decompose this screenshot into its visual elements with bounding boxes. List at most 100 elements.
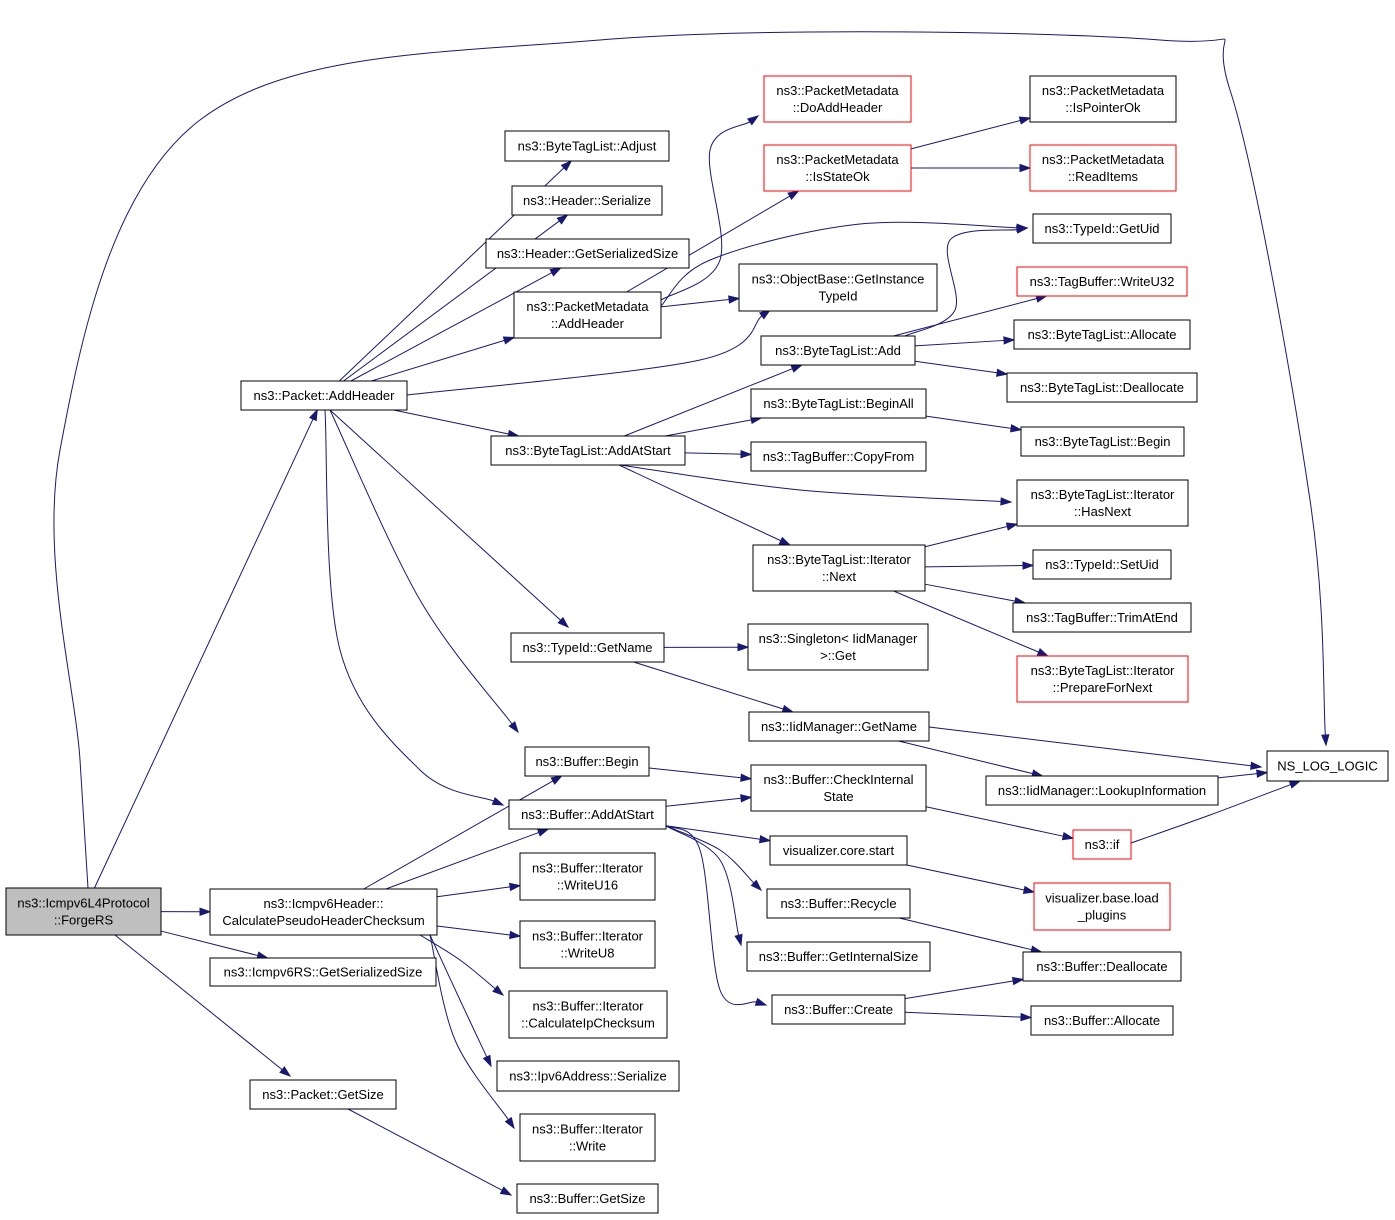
- node-iid_getname[interactable]: ns3::IidManager::GetName: [748, 711, 930, 742]
- node-box: [1020, 426, 1185, 457]
- arrowhead-icon: [787, 190, 800, 200]
- node-buf_begin[interactable]: ns3::Buffer::Begin: [524, 746, 650, 777]
- edge-pkt_addheader-to-btl_addatstart: [393, 409, 520, 438]
- node-buf_getsize[interactable]: ns3::Buffer::GetSize: [516, 1183, 659, 1214]
- arrowhead-icon: [1036, 648, 1050, 657]
- edge-iid_getname-to-ns_log_logic: [928, 726, 1263, 770]
- edge-pkt_getsize-to-buf_getsize: [347, 1108, 513, 1196]
- node-hdr_serialize[interactable]: ns3::Header::Serialize: [511, 185, 663, 216]
- node-buf_allocate[interactable]: ns3::Buffer::Allocate: [1030, 1005, 1174, 1036]
- arrowhead-icon: [482, 1054, 492, 1068]
- node-singleton_get[interactable]: ns3::Singleton< IidManager>::Get: [747, 623, 929, 671]
- edge-viz_core_start-to-viz_base_load: [906, 864, 1036, 894]
- node-bi_writeu16[interactable]: ns3::Buffer::Iterator::WriteU16: [519, 852, 656, 901]
- node-tb_copyfrom[interactable]: ns3::TagBuffer::CopyFrom: [750, 441, 927, 472]
- arrowhead-icon: [536, 828, 550, 837]
- node-btl_add[interactable]: ns3::ByteTagList::Add: [760, 335, 916, 366]
- node-tb_trimatend[interactable]: ns3::TagBuffer::TrimAtEnd: [1012, 602, 1192, 633]
- node-btli_prepare[interactable]: ns3::ByteTagList::Iterator::PrepareForNe…: [1016, 655, 1189, 703]
- edge-line: [665, 825, 755, 884]
- node-bi_calcip[interactable]: ns3::Buffer::Iterator::CalculateIpChecks…: [508, 990, 668, 1039]
- node-buf_recycle[interactable]: ns3::Buffer::Recycle: [766, 888, 911, 919]
- node-viz_core_start[interactable]: visualizer.core.start: [769, 835, 908, 866]
- node-pkt_getsize[interactable]: ns3::Packet::GetSize: [249, 1079, 397, 1110]
- node-buf_getinternalsize[interactable]: ns3::Buffer::GetInternalSize: [746, 941, 931, 972]
- node-box: [766, 888, 911, 919]
- node-label: ::Next: [822, 569, 856, 584]
- node-ns_log_logic[interactable]: NS_LOG_LOGIC: [1266, 750, 1389, 782]
- node-label: ns3::PacketMetadata: [526, 299, 649, 314]
- node-btl_adjust[interactable]: ns3::ByteTagList::Adjust: [504, 130, 670, 162]
- node-btl_deallocate[interactable]: ns3::ByteTagList::Deallocate: [1006, 372, 1198, 403]
- edge-line: [924, 565, 1024, 568]
- node-box: [1032, 213, 1172, 244]
- node-pm_addheader[interactable]: ns3::PacketMetadata::AddHeader: [513, 291, 662, 339]
- edge-buf_create-to-buf_allocate: [904, 1011, 1033, 1022]
- node-buf_deallocate[interactable]: ns3::Buffer::Deallocate: [1022, 951, 1182, 982]
- node-box: [508, 799, 667, 830]
- arrowhead-icon: [747, 115, 760, 126]
- node-btli_hasnext[interactable]: ns3::ByteTagList::Iterator::HasNext: [1016, 479, 1189, 527]
- node-bi_write[interactable]: ns3::Buffer::Iterator::Write: [519, 1113, 656, 1162]
- node-btl_allocate[interactable]: ns3::ByteTagList::Allocate: [1013, 319, 1191, 350]
- arrowhead-icon: [778, 536, 792, 546]
- arrowhead-icon: [560, 159, 573, 172]
- node-pm_isstateok[interactable]: ns3::PacketMetadata::IsStateOk: [763, 144, 912, 192]
- node-typeid_setuid[interactable]: ns3::TypeId::SetUid: [1032, 549, 1172, 580]
- node-label: ns3::Buffer::Iterator: [532, 1122, 644, 1137]
- node-pkt_addheader[interactable]: ns3::Packet::AddHeader: [240, 380, 408, 411]
- node-label: ns3::Buffer::Recycle: [780, 896, 896, 911]
- node-iid_lookup[interactable]: ns3::IidManager::LookupInformation: [985, 775, 1219, 806]
- node-btli_next[interactable]: ns3::ByteTagList::Iterator::Next: [752, 544, 926, 592]
- edge-calcpseudo-to-bi_write: [429, 934, 515, 1130]
- arrowhead-icon: [549, 267, 562, 277]
- edge-line: [899, 917, 1032, 951]
- node-box: [496, 1060, 680, 1092]
- node-btl_beginall[interactable]: ns3::ByteTagList::BeginAll: [750, 388, 927, 419]
- node-box: [504, 130, 670, 162]
- edge-buf_addatstart-to-viz_core_start: [665, 825, 772, 844]
- arrowhead-icon: [308, 408, 318, 422]
- edge-line: [660, 221, 1018, 307]
- edge-pkt_addheader-to-buf_begin: [329, 409, 519, 734]
- node-hdr_getsersize[interactable]: ns3::Header::GetSerializedSize: [485, 238, 690, 269]
- node-tb_writeu32[interactable]: ns3::TagBuffer::WriteU32: [1016, 266, 1188, 297]
- node-forgers[interactable]: ns3::Icmpv6L4Protocol::ForgeRS: [5, 887, 162, 936]
- node-label: ns3::ByteTagList::BeginAll: [763, 396, 913, 411]
- node-pm_readitems[interactable]: ns3::PacketMetadata::ReadItems: [1029, 144, 1177, 192]
- node-btl_begin[interactable]: ns3::ByteTagList::Begin: [1020, 426, 1185, 457]
- node-box: [508, 990, 668, 1039]
- node-buf_create[interactable]: ns3::Buffer::Create: [771, 994, 906, 1025]
- node-calcpseudo[interactable]: ns3::Icmpv6Header::CalculatePseudoHeader…: [209, 888, 438, 936]
- edge-line: [329, 409, 561, 621]
- node-pm_ispointerok[interactable]: ns3::PacketMetadata::IsPointerOk: [1029, 75, 1177, 123]
- node-buf_addatstart[interactable]: ns3::Buffer::AddAtStart: [508, 799, 667, 830]
- node-box: [763, 144, 912, 192]
- node-ipv6_serialize[interactable]: ns3::Ipv6Address::Serialize: [496, 1060, 680, 1092]
- arrowhead-icon: [1020, 1012, 1033, 1022]
- node-bi_writeu8[interactable]: ns3::Buffer::Iterator::WriteU8: [519, 920, 656, 969]
- node-typeid_getuid[interactable]: ns3::TypeId::GetUid: [1032, 213, 1172, 244]
- edge-line: [910, 120, 1021, 150]
- edge-buf_recycle-to-buf_deallocate: [899, 917, 1043, 954]
- node-pm_doaddheader[interactable]: ns3::PacketMetadata::DoAddHeader: [763, 75, 912, 123]
- arrowhead-icon: [1000, 497, 1013, 506]
- node-label: ns3::Buffer::Deallocate: [1036, 959, 1167, 974]
- edge-line: [665, 825, 757, 1006]
- edge-line: [924, 583, 1016, 602]
- node-box: [519, 1113, 656, 1162]
- node-ns3_if[interactable]: ns3::if: [1072, 829, 1132, 860]
- node-btl_addatstart[interactable]: ns3::ByteTagList::AddAtStart: [490, 435, 686, 466]
- edge-line: [906, 864, 1025, 891]
- node-label: ns3::ByteTagList::AddAtStart: [505, 443, 671, 458]
- edge-line: [898, 740, 1033, 775]
- node-box: [510, 632, 665, 663]
- node-rs_getsersize[interactable]: ns3::Icmpv6RS::GetSerializedSize: [209, 957, 437, 987]
- node-viz_base_load[interactable]: visualizer.base.load_plugins: [1033, 882, 1171, 931]
- arrowhead-icon: [1018, 116, 1032, 125]
- node-typeid_getname[interactable]: ns3::TypeId::GetName: [510, 632, 665, 663]
- edge-line: [160, 930, 259, 957]
- node-label: ns3::Buffer::Iterator: [532, 861, 644, 876]
